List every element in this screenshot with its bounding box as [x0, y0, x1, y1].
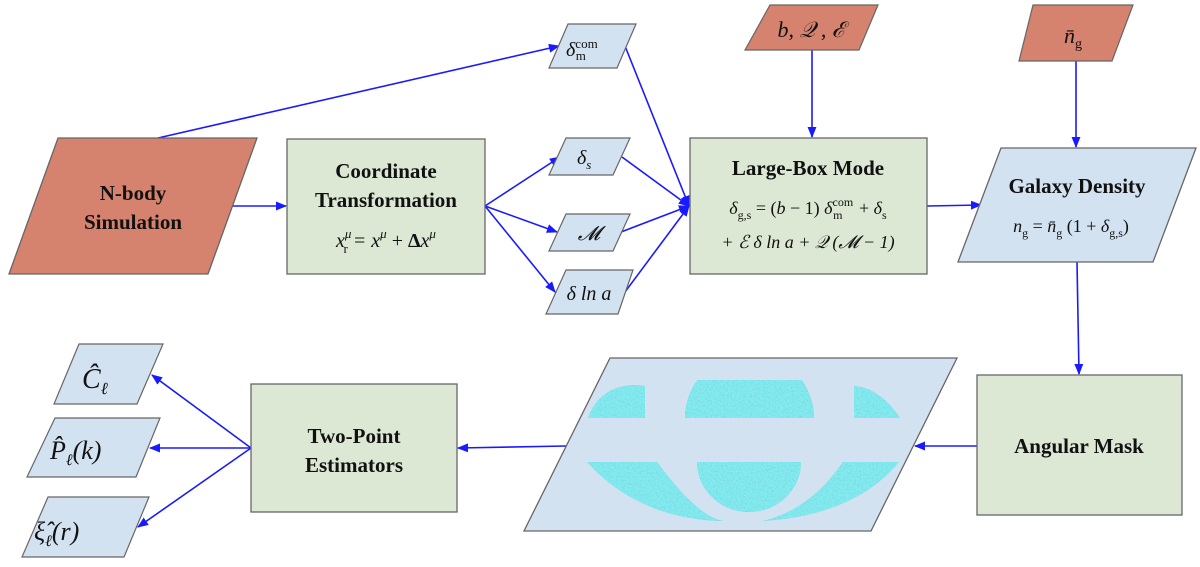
edge-large-box-to-galaxy-density — [926, 200, 983, 210]
edges — [137, 43, 1084, 528]
angular-mask-title: Angular Mask — [1014, 434, 1144, 458]
edge-calM-to-large-box — [620, 205, 691, 233]
galaxy-density-title: Galaxy Density — [1008, 174, 1146, 198]
power-spectrum-multipoles-label: P̂ℓ(k) — [49, 436, 101, 469]
mean-number-density-node[interactable]: n̄g — [1018, 4, 1134, 62]
magnification-node[interactable]: 𝓜 — [548, 213, 631, 252]
edge-two-point-to-cl — [151, 374, 252, 449]
angular-power-spectrum-node[interactable]: Ĉℓ — [53, 343, 164, 405]
nbody-label-line1: N-body — [100, 181, 167, 205]
galaxy-density-node[interactable]: Galaxy Density ng = n̄g (1 + δg,s) — [957, 147, 1197, 263]
delta-s-node[interactable]: δs — [548, 137, 631, 176]
correlation-function-multipoles-label: ξ̂ℓ(r) — [34, 517, 79, 550]
coord-title-line2: Transformation — [315, 188, 457, 212]
mean-number-density-label: n̄g — [1064, 23, 1082, 52]
edge-delta-s-to-large-box — [621, 156, 690, 207]
edge-dlna-to-large-box — [624, 205, 690, 293]
delta-ln-a-node[interactable]: δ ln a — [545, 269, 634, 315]
edge-nbody-to-delta-m-com — [157, 43, 561, 139]
edge-masked-map-to-two-point — [456, 443, 567, 453]
masked-sky-map-node[interactable] — [522, 357, 959, 532]
edge-coord-to-calM — [484, 205, 559, 233]
galaxy-density-equation: ng = n̄g (1 + δg,s) — [1013, 216, 1129, 240]
two-point-title-line2: Estimators — [305, 453, 403, 477]
edge-coord-to-dlna — [484, 205, 556, 293]
bias-parameters-node[interactable]: b, 𝒬 , ℰ — [743, 4, 879, 51]
angular-mask-node[interactable]: Angular Mask — [976, 374, 1183, 516]
two-point-estimators-node[interactable]: Two-Point Estimators — [250, 383, 458, 513]
nbody-label-line2: Simulation — [84, 210, 182, 234]
edge-coord-to-delta-s — [484, 156, 561, 207]
correlation-function-multipoles-node[interactable]: ξ̂ℓ(r) — [21, 496, 150, 558]
delta-ln-a-label: δ ln a — [567, 283, 612, 305]
magnification-label: 𝓜 — [578, 223, 607, 245]
edge-two-point-to-xi — [137, 447, 252, 528]
bias-parameters-label: b, 𝒬 , ℰ — [778, 17, 850, 42]
two-point-title-line1: Two-Point — [308, 424, 401, 448]
edge-delta-m-com-to-large-box — [624, 45, 690, 208]
large-box-title: Large-Box Mode — [732, 156, 884, 180]
angular-power-spectrum-label: Ĉℓ — [82, 364, 108, 398]
nbody-simulation-node[interactable]: N-body Simulation — [8, 137, 258, 275]
coord-title-line1: Coordinate — [335, 159, 437, 183]
edge-galaxy-density-to-angular-mask — [1074, 261, 1084, 376]
large-box-equation-line2: + ℰ δ ln a + 𝒬 (𝓜 − 1) — [721, 232, 894, 253]
delta-s-label: δs — [577, 147, 591, 172]
power-spectrum-multipoles-node[interactable]: P̂ℓ(k) — [26, 417, 161, 478]
